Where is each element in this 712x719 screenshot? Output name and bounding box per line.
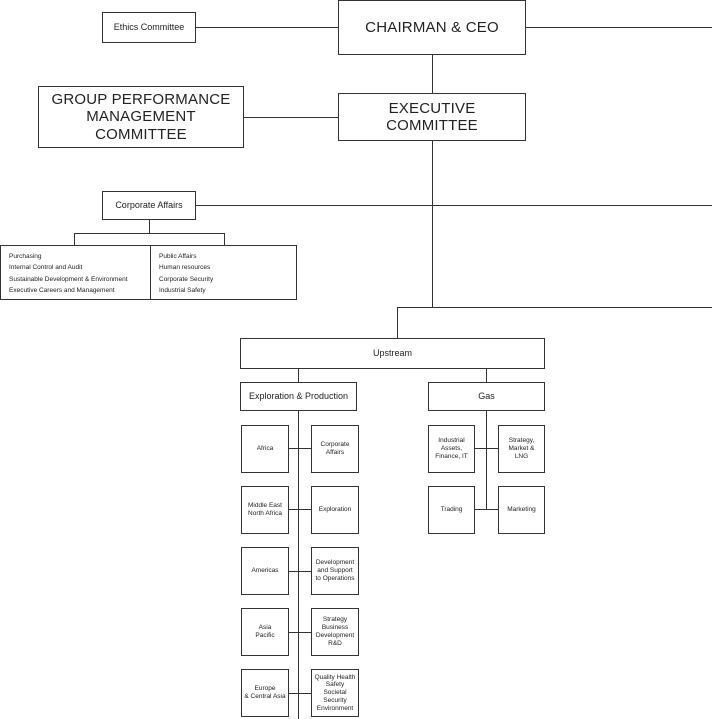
connector-ca-right: [224, 233, 225, 245]
function-label: Exploration: [318, 506, 352, 514]
connector-corporate-affairs-right: [196, 205, 712, 206]
chairman-ceo-box: CHAIRMAN & CEO: [338, 0, 526, 55]
connector-gpmc-executive: [244, 117, 338, 118]
function-label: Strategy: [322, 616, 348, 624]
function-label-2: and Support: [317, 567, 353, 575]
connector-chairman-executive: [432, 55, 433, 93]
connector-gas-row2: [475, 509, 498, 510]
region-label-2: & Central Asia: [244, 693, 286, 700]
executive-committee-box: EXECUTIVE COMMITTEE: [338, 93, 526, 141]
connector-upstream-branch: [397, 307, 712, 308]
gas-strategy-box: Strategy,Market & LNG: [498, 425, 545, 473]
region-label: Asia: [258, 624, 272, 632]
region-europe-box: Europe& Central Asia: [241, 669, 289, 717]
connector-chairman-right: [526, 27, 712, 28]
corporate-affairs-departments: Purchasing Internal Control and Audit Su…: [0, 245, 297, 300]
connector-ethics-chairman: [196, 27, 338, 28]
function-label: Corporate: [320, 441, 350, 449]
executive-committee-label: EXECUTIVE COMMITTEE: [386, 99, 478, 134]
gas-label-1: Strategy,: [508, 437, 535, 445]
connector-ca-branch: [74, 233, 225, 234]
function-label-4: R&D: [328, 639, 342, 647]
ethics-committee-label: Ethics Committee: [113, 22, 185, 33]
connector-upstream-gas: [486, 369, 487, 382]
gas-label-1: Trading: [440, 506, 463, 514]
connector-ca-down: [149, 220, 150, 233]
connector-ep-row5: [289, 693, 311, 694]
region-label-2: Pacific: [255, 632, 275, 639]
connector-gas-row1: [475, 448, 498, 449]
gpmc-line-1: GROUP PERFORMANCE: [51, 91, 231, 109]
function-label-2: Safety Societal: [323, 681, 347, 697]
list-item: Industrial Safety: [159, 287, 206, 295]
connector-ep-row3: [289, 571, 311, 572]
gas-label-2: Assets,: [440, 445, 463, 453]
connector-upstream-down: [397, 307, 398, 338]
corporate-affairs-box: Corporate Affairs: [102, 191, 196, 220]
list-item: Public Affairs: [159, 253, 197, 260]
corporate-affairs-label: Corporate Affairs: [115, 200, 183, 211]
chairman-ceo-label: CHAIRMAN & CEO: [365, 18, 499, 36]
ethics-committee-box: Ethics Committee: [102, 12, 196, 43]
list-item: Corporate Security: [159, 275, 214, 283]
gas-box: Gas: [428, 382, 545, 411]
region-label: Africa: [256, 445, 274, 453]
connector-executive-down: [432, 141, 433, 308]
exploration-production-box: Exploration & Production: [240, 382, 357, 411]
upstream-box: Upstream: [240, 338, 545, 369]
exploration-production-label: Exploration & Production: [248, 391, 349, 402]
region-africa-box: Africa: [241, 425, 289, 473]
function-label: Quality Health: [314, 673, 356, 681]
list-item: Human resources: [159, 264, 211, 272]
gas-label-2: Market & LNG: [508, 445, 535, 460]
region-label: Americas: [251, 567, 279, 575]
connector-ep-row2: [289, 509, 311, 510]
connector-ep-spine: [298, 411, 299, 719]
gas-label-1: Industrial: [438, 437, 465, 445]
gas-label: Gas: [478, 391, 495, 402]
connector-upstream-ep: [298, 369, 299, 382]
function-label-2: Affairs: [325, 449, 345, 456]
connector-ca-left: [74, 233, 75, 245]
corporate-affairs-left-list: Purchasing Internal Control and Audit Su…: [9, 251, 128, 297]
region-label: Europe: [254, 685, 276, 693]
corporate-affairs-divider: [150, 246, 151, 299]
function-exploration-box: Exploration: [311, 486, 359, 534]
function-label-2: Business: [321, 624, 349, 632]
list-item: Purchasing: [9, 253, 42, 260]
function-label-3: Development: [315, 632, 355, 639]
gas-label-1: Marketing: [507, 506, 536, 514]
connector-ep-row1: [289, 448, 311, 449]
region-americas-box: Americas: [241, 547, 289, 595]
region-label: Middle East: [248, 502, 282, 510]
list-item: Internal Control and Audit: [9, 264, 83, 272]
upstream-label: Upstream: [372, 348, 412, 359]
function-label: Development: [315, 559, 355, 567]
function-label-3: to Operations: [315, 574, 355, 582]
gas-marketing-box: Marketing: [498, 486, 545, 534]
function-label-3: Security: [323, 696, 347, 704]
gas-label-3: Finance, IT: [435, 452, 468, 460]
list-item: Sustainable Development & Environment: [9, 275, 128, 283]
list-item: Executive Careers and Management: [9, 287, 115, 295]
connector-ep-row4: [289, 632, 311, 633]
function-label-4: Environment: [316, 704, 354, 712]
group-performance-committee-box: GROUP PERFORMANCE MANAGEMENT COMMITTEE: [38, 86, 244, 148]
gas-trading-box: Trading: [428, 486, 475, 534]
corporate-affairs-right-list: Public Affairs Human resources Corporate…: [159, 251, 213, 297]
gpmc-line-2: MANAGEMENT COMMITTEE: [86, 108, 196, 143]
connector-gas-spine: [486, 411, 487, 510]
region-label-2: North Africa: [248, 510, 282, 517]
